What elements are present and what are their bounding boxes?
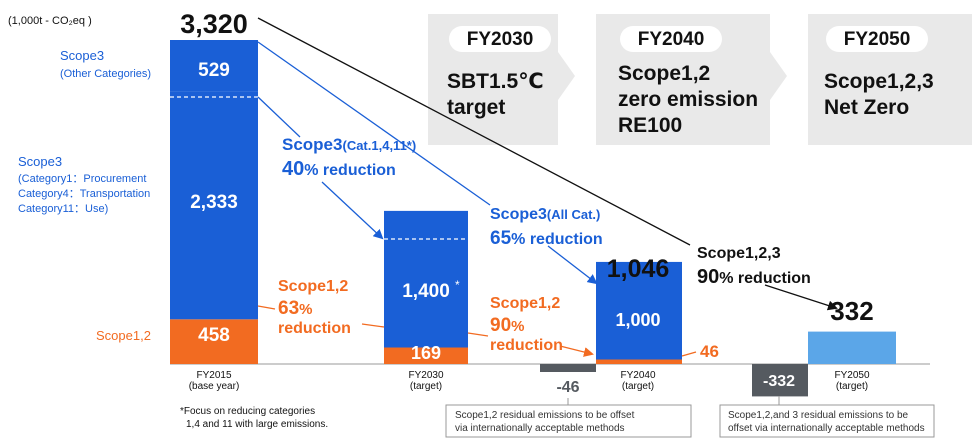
legend-label-scope3-other: Scope3 <box>60 48 104 63</box>
annotation-scope3-all-pct: 65% reduction <box>490 228 603 249</box>
legend-label-scope3-other-sub: (Other Categories) <box>60 68 151 80</box>
footnote-line: *Focus on reducing categories <box>180 406 315 417</box>
data-label-total-2015: 3,320 <box>180 9 248 39</box>
bar-scope3-fy2040 <box>596 261 682 360</box>
data-label-scope12-2015: 458 <box>198 325 230 346</box>
offset-note-2040: Scope1,2 residual emissions to be offset… <box>445 398 692 438</box>
data-label-total-2040: 1,046 <box>607 255 670 283</box>
x-tick-label: FY2030 <box>408 370 443 381</box>
x-tick-sublabel: (target) <box>622 381 654 392</box>
legend-label-scope12: Scope1,2 <box>96 328 151 343</box>
milestone-line: Scope1,2 <box>618 62 710 85</box>
trend-line-black <box>257 17 691 246</box>
x-tick-sublabel: (target) <box>410 381 442 392</box>
arrow-blue-1 <box>257 96 301 138</box>
bar-scope3-fy2015 <box>170 91 258 320</box>
legend-label-scope3-main-sub: (Category1：Procurement <box>18 173 146 185</box>
bar-scope3-fy2030 <box>384 210 468 348</box>
legend-label-scope3-main-sub: Category4：Transportation <box>18 188 150 200</box>
bar-scope123-fy2050 <box>808 331 896 364</box>
unit-label: (1,000t - CO₂eq ) <box>8 15 92 27</box>
bar-scope3-fy2015 <box>170 40 258 92</box>
offset-bar-fy2050 <box>752 364 808 397</box>
annotation-scope3-cat-pct: 40% reduction <box>282 158 396 180</box>
arrow-orange-3 <box>681 351 697 357</box>
arrow-orange-1 <box>361 323 385 328</box>
offset-note-line: Scope1,2,and 3 residual emissions to be <box>728 410 909 421</box>
x-tick-label: FY2040 <box>620 370 655 381</box>
data-label-scope3-2030: 1,400 <box>402 281 450 302</box>
milestone-line: RE100 <box>618 114 682 137</box>
bar-scope12-fy2040 <box>596 359 682 364</box>
arrow-blue-1b <box>321 181 384 240</box>
annotation-scope3-all: Scope3(All Cat.) <box>490 206 600 223</box>
data-label-scope12-2030: 169 <box>411 343 441 363</box>
left-labels: Scope3 (Other Categories) Scope3 (Catego… <box>18 48 151 343</box>
data-label-offset-2040: -46 <box>556 379 579 396</box>
bar-scope12-fy2015 <box>170 319 258 364</box>
annotation-scope12-b-line3: reduction <box>490 337 563 354</box>
data-label-scope12-2040: 46 <box>700 342 719 361</box>
offset-bar-fy2040 <box>540 364 596 372</box>
annotation-scope123-pct: 90% reduction <box>697 266 811 288</box>
milestone-line: target <box>447 96 505 119</box>
arrow-blue-2a <box>257 41 491 206</box>
offset-note-line: offset via internationally acceptable me… <box>728 423 925 434</box>
annotation-scope12-b: Scope1,2 <box>490 295 560 312</box>
annotation-scope12-a-pct: 63% <box>278 298 312 319</box>
offset-note-line: via internationally acceptable methods <box>455 423 625 434</box>
legend-label-scope3-main: Scope3 <box>18 154 62 169</box>
milestone-line: SBT1.5℃ <box>447 70 544 93</box>
data-label-scope3-main-2015: 2,333 <box>190 192 238 213</box>
arrow-orange-2b <box>559 345 594 357</box>
data-label-scope3-other-2015: 529 <box>198 60 230 81</box>
milestone-panel-2040: FY2040 Scope1,2 zero emission RE100 <box>596 14 787 145</box>
arrow-black <box>764 284 838 311</box>
arrow-blue-2b <box>547 245 598 285</box>
milestone-panel-2050: FY2050 Scope1,2,3 Net Zero <box>808 14 972 145</box>
data-label-scope3-2040: 1,000 <box>615 310 660 330</box>
arrow-orange-2 <box>467 332 489 337</box>
x-tick-sublabel: (target) <box>836 381 868 392</box>
milestone-panel-2030: FY2030 SBT1.5℃ target <box>428 14 575 145</box>
milestone-year: FY2050 <box>844 29 911 50</box>
offset-note-line: Scope1,2 residual emissions to be offset <box>455 410 635 421</box>
milestone-year: FY2030 <box>467 29 534 50</box>
offset-note-2050: Scope1,2,and 3 residual emissions to be … <box>719 396 935 438</box>
milestone-year: FY2040 <box>638 29 705 50</box>
annotation-scope12-b-pct: 90% <box>490 315 524 336</box>
milestone-line: Net Zero <box>824 96 909 119</box>
milestone-line: zero emission <box>618 88 758 111</box>
bar-scope12-fy2030 <box>384 347 468 364</box>
annotation-scope123: Scope1,2,3 <box>697 245 781 262</box>
data-label-total-2050: 332 <box>830 296 873 326</box>
data-label-offset-2050: -332 <box>763 373 795 390</box>
annotation-scope12-a: Scope1,2 <box>278 278 348 295</box>
data-label-scope3-2030-note: * <box>455 278 460 292</box>
x-tick-sublabel: (base year) <box>189 381 240 392</box>
milestone-line: Scope1,2,3 <box>824 70 934 93</box>
annotation-scope3-cat: Scope3(Cat.1,4,11*) <box>282 135 416 154</box>
x-tick-label: FY2050 <box>834 370 869 381</box>
footnote-line: 1,4 and 11 with large emissions. <box>186 419 328 430</box>
arrow-orange-1b <box>257 305 276 310</box>
bars-group <box>170 40 896 397</box>
x-tick-label: FY2015 <box>196 370 231 381</box>
annotation-scope12-a-line3: reduction <box>278 320 351 337</box>
legend-label-scope3-main-sub: Category11：Use) <box>18 203 108 215</box>
